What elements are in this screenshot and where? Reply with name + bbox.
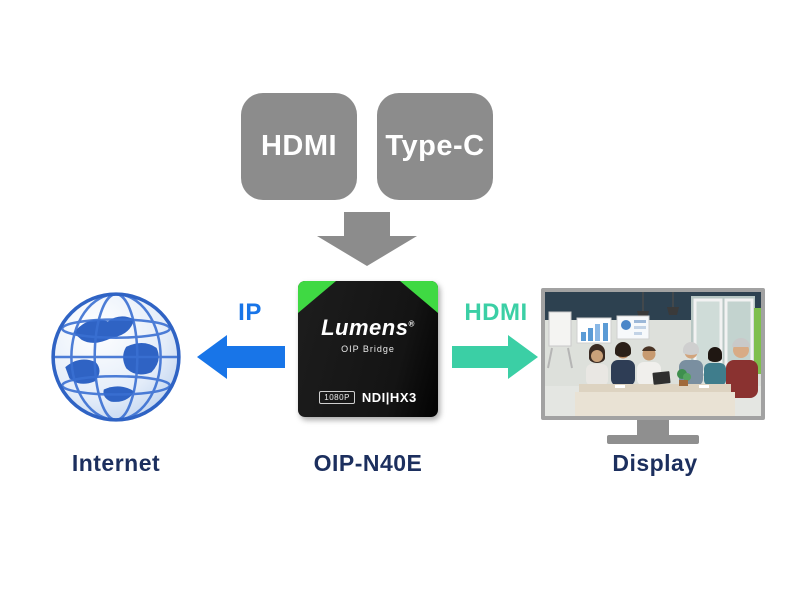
right-arrow-icon [452, 335, 538, 379]
globe-gridlines [53, 294, 179, 420]
monitor-icon [541, 288, 765, 420]
monitor-stand-neck [637, 420, 669, 435]
internet-caption: Internet [71, 450, 161, 476]
device-subtitle: OIP Bridge [341, 344, 395, 354]
typec-source-box: Type-C [377, 93, 493, 200]
resolution-badge: 1080P [319, 391, 355, 404]
ip-arrow-label: IP [238, 299, 262, 326]
hdmi-source-box: HDMI [241, 93, 357, 200]
monitor-stand-base [607, 435, 699, 444]
device-brand-logo: Lumens® [321, 315, 415, 340]
left-arrow-icon [197, 335, 285, 379]
typec-source-label: Type-C [385, 130, 485, 162]
oip-bridge-device: Lumens® OIP Bridge 1080P NDI|HX3 [298, 281, 438, 417]
hdmi-source-label: HDMI [260, 130, 338, 162]
display-screen-image [545, 292, 761, 416]
device-model-caption: OIP-N40E [313, 450, 423, 476]
meeting-people [586, 338, 758, 398]
globe-icon [51, 292, 181, 422]
hdmi-arrow-label: HDMI [464, 299, 528, 326]
ndi-badge: NDI|HX3 [361, 390, 417, 405]
registered-mark: ® [408, 319, 415, 329]
device-badges: 1080P NDI|HX3 [298, 390, 438, 405]
down-arrow-icon [317, 212, 417, 266]
display-caption: Display [612, 450, 698, 476]
